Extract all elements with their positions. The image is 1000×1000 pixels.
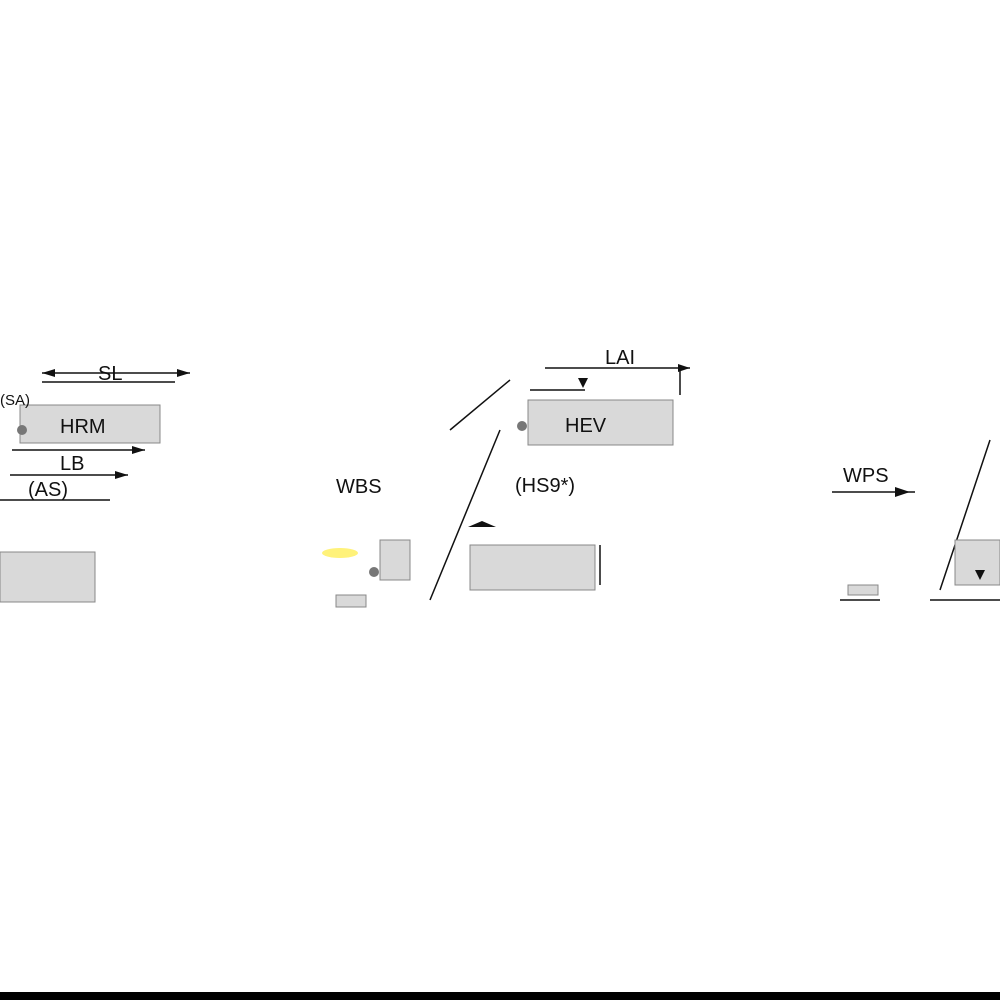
bottom-bar	[0, 992, 1000, 1000]
label-lb: LB	[60, 453, 84, 475]
label-sa: (SA)	[0, 392, 30, 409]
part-block	[335, 594, 367, 608]
ball-joint	[369, 567, 379, 577]
label-as: (AS)	[28, 479, 68, 501]
part-block	[379, 539, 411, 581]
highlight-mark	[322, 548, 358, 558]
part-block	[954, 539, 1000, 586]
label-sl: SL	[98, 363, 122, 385]
label-hs9: (HS9*)	[515, 475, 575, 497]
label-wbs: WBS	[336, 476, 382, 498]
part-block	[19, 404, 161, 444]
part-block	[527, 399, 674, 446]
label-hrm: HRM	[60, 416, 106, 438]
part-block	[847, 584, 879, 596]
label-wps: WPS	[843, 465, 889, 487]
ball-joint	[517, 421, 527, 431]
label-hev: HEV	[565, 415, 607, 437]
label-lai: LAI	[605, 347, 635, 369]
ball-joint	[17, 425, 27, 435]
part-block	[469, 544, 596, 591]
part-block	[0, 551, 96, 603]
